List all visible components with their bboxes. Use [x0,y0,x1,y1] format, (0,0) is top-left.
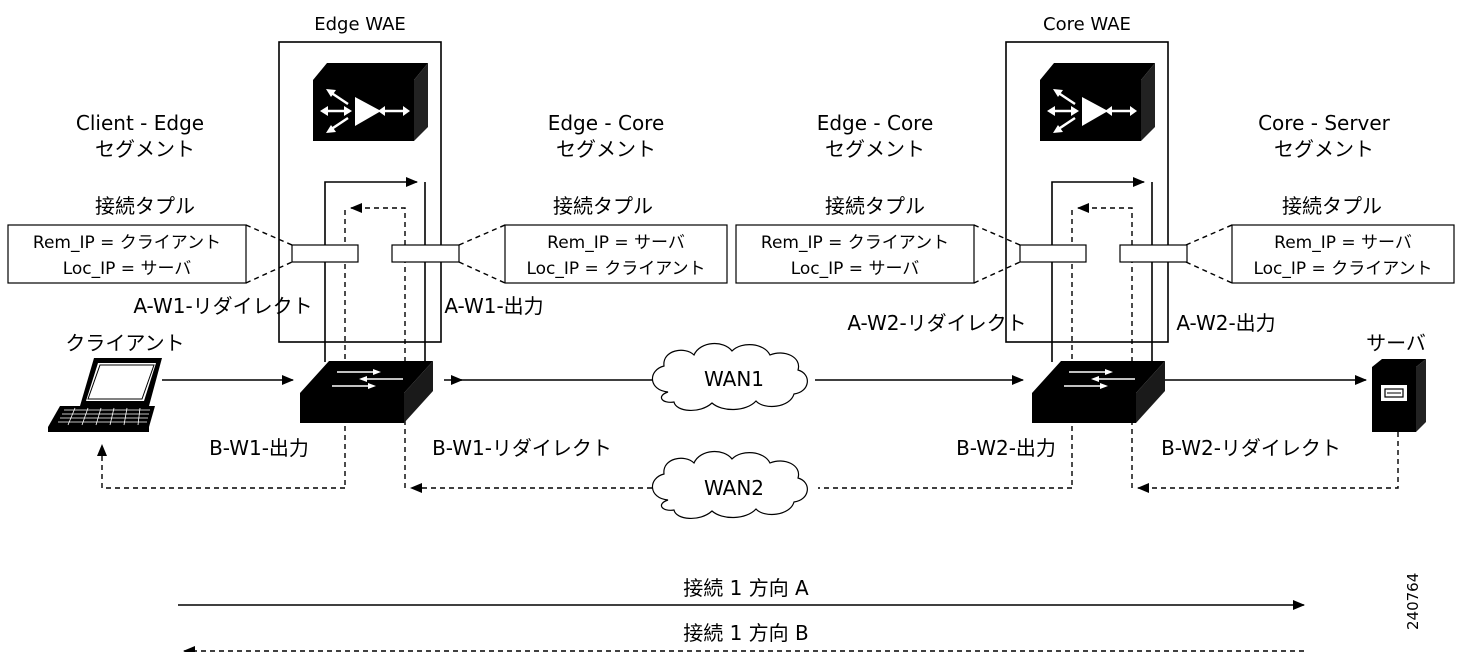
tuple-heading: 接続タプル [95,194,195,218]
core-interface-left [1019,244,1087,263]
wae-device-icon [313,63,428,141]
edge-interface-right [391,244,460,263]
wan1-cloud [651,343,808,411]
tuple-box-4 [1231,224,1455,284]
wan2-label: WAN2 [704,476,764,500]
laptop-icon [48,358,162,432]
a-w1-redirect-path [324,177,418,362]
tuple-heading: 接続タプル [553,194,653,218]
client-label: クライアント [65,331,184,355]
switch-icon [1032,361,1165,423]
direction-b-label: 接続 1 方向 B [683,621,809,645]
wan1-label: WAN1 [704,367,764,391]
label-b-w1-redirect: B-W1-リダイレクト [432,436,612,460]
return-server-to-switch2 [1137,432,1399,493]
edge-wae-label: Edge WAE [314,14,406,35]
label-b-w2-redirect: B-W2-リダイレクト [1161,436,1341,460]
label-a-w1-redirect: A-W1-リダイレクト [133,294,312,318]
tuple-box-1 [7,224,247,284]
return-switch1-to-client [97,444,345,489]
segment-label-core-server-1: Core - Server [1258,111,1391,135]
tuple-rem-ip: Rem_IP = サーバ [1274,233,1412,253]
segment-label-edge-core-2: セグメント [556,137,656,161]
tuple-box-2 [504,224,728,284]
label-b-w1-out: B-W1-出力 [209,436,309,460]
core-interface-right [1119,244,1188,263]
direction-a-label: 接続 1 方向 A [683,576,809,600]
tuple-heading: 接続タプル [1282,194,1382,218]
tuple-rem-ip: Rem_IP = クライアント [761,233,949,253]
label-a-w2-out: A-W2-出力 [1176,311,1275,335]
server-icon [1372,359,1426,432]
segment-label-client-edge-2: セグメント [95,137,195,161]
label-a-w1-out: A-W1-出力 [444,294,543,318]
wan2-cloud [651,451,808,519]
figure-id: 240764 [1404,573,1422,630]
segment-label-edge-core-4: セグメント [825,137,925,161]
edge-wae-box [278,41,442,343]
a-w2-redirect-path [1051,177,1145,362]
segment-label-edge-core-3: Edge - Core [817,111,934,135]
tuple-loc-ip: Loc_IP = クライアント [526,259,705,279]
segment-label-edge-core-1: Edge - Core [548,111,665,135]
tuple-loc-ip: Loc_IP = サーバ [63,259,192,279]
server-label: サーバ [1366,331,1426,355]
switch-icon [300,361,433,423]
core-wae-label: Core WAE [1043,14,1131,35]
tuple-heading: 接続タプル [825,194,925,218]
label-b-w2-out: B-W2-出力 [956,436,1056,460]
tuple-box-3 [735,224,975,284]
tuple-rem-ip: Rem_IP = サーバ [547,233,685,253]
label-a-w2-redirect: A-W2-リダイレクト [847,311,1026,335]
tuple-loc-ip: Loc_IP = クライアント [1253,259,1432,279]
wae-device-icon [1040,63,1155,141]
segment-label-core-server-2: セグメント [1274,137,1374,161]
segment-label-client-edge-1: Client - Edge [76,111,204,135]
tuple-rem-ip: Rem_IP = クライアント [33,233,221,253]
core-wae-box [1005,41,1169,343]
tuple-loc-ip: Loc_IP = サーバ [791,259,920,279]
edge-interface-left [291,244,359,263]
